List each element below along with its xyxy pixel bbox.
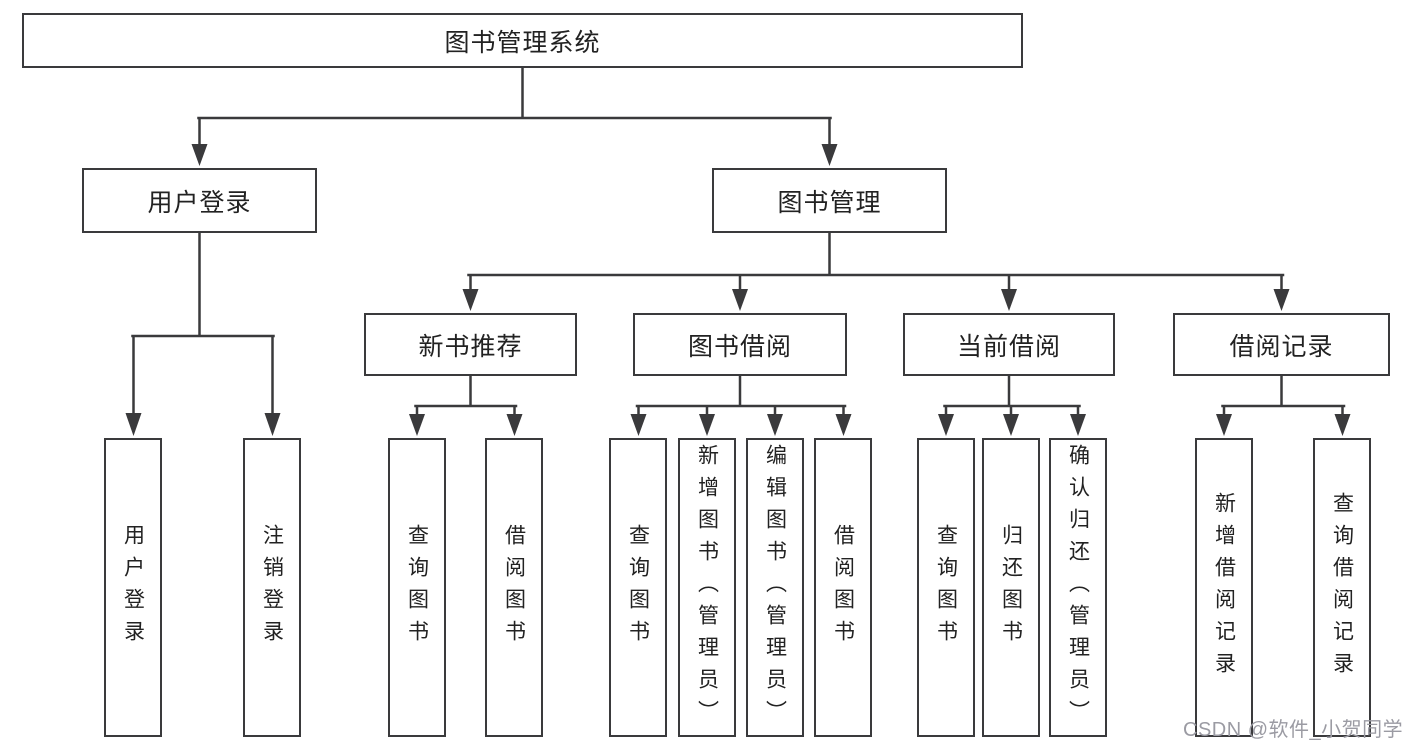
arrow-icon (1334, 414, 1351, 436)
leaf-query-books-borrow: 查询图书 (609, 438, 667, 737)
leaf-add-book-admin: 新增图书（管理员） (678, 438, 736, 737)
leaf-return-book: 归还图书 (982, 438, 1040, 737)
arrow-icon (125, 413, 142, 436)
leaf-query-books-recommend: 查询图书 (388, 438, 446, 737)
arrow-icon (409, 414, 425, 436)
node-new-book-recommend-label: 新书推荐 (418, 332, 523, 361)
leaf-confirm-return-admin: 确认归还（管理员） (1049, 438, 1107, 737)
node-book-management-label: 图书管理 (777, 188, 882, 217)
arrow-icon (630, 414, 647, 436)
leaf-query-books-recommend-label: 查询图书 (405, 523, 429, 652)
leaf-query-borrow-record: 查询借阅记录 (1313, 438, 1371, 737)
leaf-borrow-books: 借阅图书 (814, 438, 872, 737)
node-root-label: 图书管理系统 (444, 28, 601, 57)
leaf-borrow-books-recommend-label: 借阅图书 (502, 523, 526, 652)
connector-borrow-records (1221, 374, 1346, 417)
leaf-user-login: 用户登录 (104, 438, 162, 737)
arrow-icon (938, 414, 954, 436)
connector-book-management (467, 231, 1285, 292)
leaf-logout: 注销登录 (243, 438, 301, 737)
leaf-user-login-label: 用户登录 (121, 523, 145, 652)
leaf-query-books-current-label: 查询图书 (934, 523, 958, 652)
leaf-edit-book-admin: 编辑图书（管理员） (746, 438, 804, 737)
arrow-icon (1070, 414, 1086, 436)
arrow-icon (1003, 414, 1019, 436)
leaf-add-borrow-record-label: 新增借阅记录 (1212, 491, 1236, 684)
node-current-borrow: 当前借阅 (903, 313, 1115, 376)
arrow-icon (732, 289, 748, 311)
leaf-confirm-return-admin-label: 确认归还（管理员） (1066, 443, 1090, 732)
connector-root (197, 65, 832, 148)
node-book-management: 图书管理 (712, 168, 947, 233)
leaf-add-book-admin-label: 新增图书（管理员） (695, 443, 719, 732)
leaf-query-books-current: 查询图书 (917, 438, 975, 737)
arrow-icon (264, 413, 281, 436)
arrow-icon (462, 289, 479, 311)
arrow-icon (506, 414, 523, 436)
leaf-edit-book-admin-label: 编辑图书（管理员） (763, 443, 787, 732)
csdn-watermark: CSDN @软件_小贺同学 (1183, 719, 1404, 741)
node-borrow-records: 借阅记录 (1173, 313, 1390, 376)
leaf-query-books-borrow-label: 查询图书 (626, 523, 650, 652)
node-book-borrow: 图书借阅 (633, 313, 847, 376)
node-root: 图书管理系统 (22, 13, 1023, 68)
arrow-icon (835, 414, 852, 436)
node-user-login-label: 用户登录 (147, 188, 252, 217)
arrow-icon (1273, 289, 1290, 311)
leaf-borrow-books-recommend: 借阅图书 (485, 438, 543, 737)
connector-new-book-recommend (414, 374, 518, 417)
arrow-icon (1001, 289, 1017, 311)
leaf-query-borrow-record-label: 查询借阅记录 (1330, 491, 1354, 684)
node-user-login: 用户登录 (82, 168, 317, 233)
leaf-borrow-books-label: 借阅图书 (831, 523, 855, 652)
leaf-logout-label: 注销登录 (260, 523, 284, 652)
connector-book-borrow (635, 374, 847, 417)
node-book-borrow-label: 图书借阅 (687, 332, 792, 361)
arrow-icon (699, 414, 715, 436)
arrow-icon (1216, 414, 1232, 436)
node-new-book-recommend: 新书推荐 (364, 313, 577, 376)
node-borrow-records-label: 借阅记录 (1229, 332, 1334, 361)
arrow-icon (821, 144, 838, 166)
leaf-return-book-label: 归还图书 (999, 523, 1023, 652)
arrow-icon (191, 144, 208, 166)
leaf-add-borrow-record: 新增借阅记录 (1195, 438, 1253, 737)
connector-user-login (131, 231, 275, 416)
node-current-borrow-label: 当前借阅 (956, 332, 1061, 361)
connector-current-borrow (943, 374, 1081, 417)
arrow-icon (767, 414, 783, 436)
